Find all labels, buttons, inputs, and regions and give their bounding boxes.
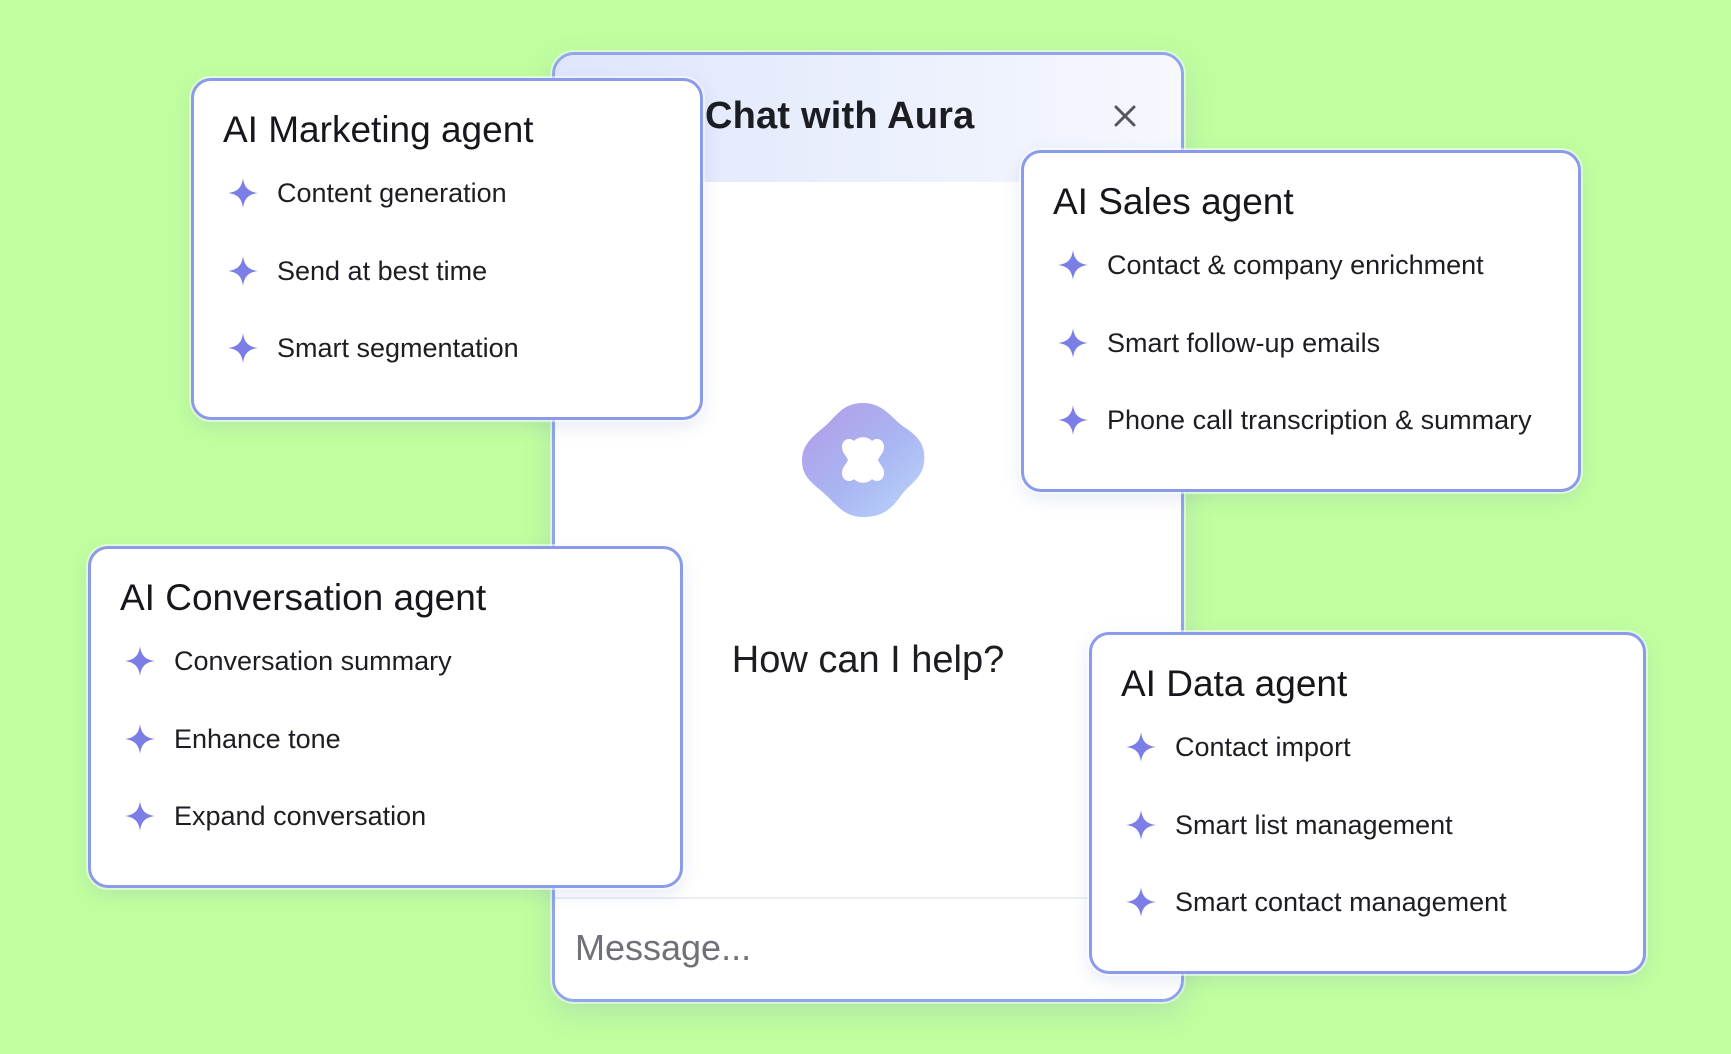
feature-label: Contact & company enrichment	[1107, 249, 1484, 280]
feature-label: Content generation	[277, 177, 507, 208]
sparkle-icon	[124, 723, 156, 755]
sparkle-icon	[227, 177, 259, 209]
feature-item: Smart follow-up emails	[1057, 327, 1380, 359]
feature-label: Send at best time	[277, 255, 488, 286]
sparkle-icon	[1057, 404, 1089, 436]
feature-label: Smart list management	[1175, 809, 1453, 840]
feature-label: Conversation summary	[174, 645, 452, 676]
feature-label: Smart contact management	[1175, 886, 1507, 917]
feature-label: Enhance tone	[174, 723, 341, 754]
data-agent-card: AI Data agent Contact import Smart list …	[1089, 632, 1646, 974]
feature-item: Content generation	[227, 177, 507, 209]
sparkle-icon	[124, 800, 156, 832]
chat-title: Chat with Aura	[705, 95, 975, 137]
sparkle-icon	[1125, 809, 1157, 841]
sparkle-icon	[1057, 327, 1089, 359]
feature-item: Contact import	[1125, 731, 1351, 763]
feature-label: Expand conversation	[174, 800, 427, 831]
sparkle-icon	[227, 332, 259, 364]
feature-item: Smart contact management	[1125, 886, 1507, 918]
sparkle-icon	[1125, 886, 1157, 918]
card-title: AI Conversation agent	[120, 577, 487, 618]
feature-label: Smart segmentation	[277, 332, 519, 363]
feature-label: Phone call transcription & summary	[1107, 404, 1532, 435]
feature-item: Contact & company enrichment	[1057, 249, 1484, 281]
sparkle-icon	[1125, 731, 1157, 763]
feature-item: Send at best time	[227, 255, 487, 287]
marketing-agent-card: AI Marketing agent Content generation Se…	[191, 78, 703, 420]
feature-item: Smart list management	[1125, 809, 1453, 841]
sparkle-icon	[124, 645, 156, 677]
close-icon	[1114, 105, 1136, 127]
message-area	[555, 897, 1181, 999]
help-prompt: How can I help?	[731, 639, 1005, 681]
feature-item: Expand conversation	[124, 800, 426, 832]
feature-item: Enhance tone	[124, 723, 341, 755]
message-input[interactable]	[573, 919, 1137, 977]
card-title: AI Marketing agent	[223, 109, 534, 150]
close-button[interactable]	[1107, 98, 1143, 134]
aura-logo-icon	[802, 403, 925, 517]
card-title: AI Data agent	[1121, 663, 1348, 704]
sparkle-icon	[227, 255, 259, 287]
sales-agent-card: AI Sales agent Contact & company enrichm…	[1021, 150, 1581, 492]
card-title: AI Sales agent	[1053, 181, 1294, 222]
sparkle-icon	[1057, 249, 1089, 281]
conversation-agent-card: AI Conversation agent Conversation summa…	[88, 546, 683, 888]
feature-item: Phone call transcription & summary	[1057, 404, 1532, 436]
feature-item: Conversation summary	[124, 645, 452, 677]
feature-label: Contact import	[1175, 731, 1351, 762]
feature-item: Smart segmentation	[227, 332, 519, 364]
feature-label: Smart follow-up emails	[1107, 327, 1381, 358]
